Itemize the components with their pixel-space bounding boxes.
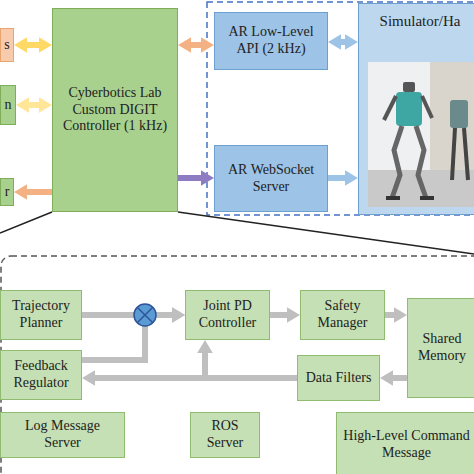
connector [16,97,52,113]
arrow-head [39,37,52,53]
arrow-head [197,340,213,353]
arrow-head [328,34,341,50]
connector-line [389,375,407,381]
node-label: Cyberbotics Lab Custom DIGIT Controller … [57,85,173,135]
process-box: Data Filters [297,355,380,401]
connector-line [91,375,297,381]
connector [82,307,185,360]
node-label: Log Message Server [5,418,120,452]
arrow-head [14,37,27,53]
node-label: Feedback Regulator [5,358,77,392]
arrow-head [39,97,52,113]
arrow-head [201,37,214,53]
connector [380,370,407,386]
arrow-head [345,34,358,50]
connector [328,170,358,186]
arrow-head [82,370,95,386]
connector-line [23,189,52,195]
server-box: AR WebSocket Server [214,145,328,212]
server-box: Log Message Server [0,412,125,458]
arrow-head [394,307,407,323]
process-box: Feedback Regulator [0,350,82,400]
node-label: ROS Server [195,418,255,452]
connector [82,307,185,323]
memory-box: Shared Memory [407,298,474,398]
node-label: Data Filters [306,370,372,387]
arrow-head [172,307,185,323]
node-label: n [5,97,12,114]
arrow-head [345,170,358,186]
connector [14,37,52,53]
io-box: s [0,28,14,62]
io-box: r [0,178,14,206]
dashed-detail-frame [1,256,474,474]
api-box: AR Low-Level API (2 kHz) [214,12,328,70]
connector [178,37,214,53]
arrow-head [14,184,27,200]
connector [385,307,407,323]
connector-line [82,312,176,318]
connector-line [328,175,349,181]
node-label: AR WebSocket Server [219,162,323,196]
process-box: Joint PD Controller [185,290,270,340]
node-label: Joint PD Controller [190,298,265,332]
node-label: Simulator/Ha [380,12,461,30]
node-label: High-Level Command Message [341,428,472,462]
arrow-head [201,170,214,186]
server-box: ROS Server [190,412,260,458]
node-label: Safety Manager [305,298,380,332]
connector-line [82,315,176,360]
process-box: Trajectory Planner [0,290,82,340]
connector-line [270,312,291,318]
arrow-head [16,97,29,113]
connector-line [25,102,43,108]
process-box: Safety Manager [300,290,385,340]
arrow-head [172,307,185,323]
arrow-head [178,37,191,53]
connector-line [385,312,398,318]
node-label: r [5,184,10,201]
connector [197,340,297,378]
connector-line [23,42,43,48]
connector-line [337,39,349,45]
connector [270,307,300,323]
message-box: High-Level Command Message [336,412,474,474]
connector-line [187,42,205,48]
connector-line [178,175,205,181]
zoom-line [0,212,52,233]
node-label: s [4,37,9,54]
node-label: Trajectory Planner [5,298,77,332]
summing-junction [134,304,156,326]
dashed-group-frame [207,2,474,215]
connector [82,370,297,386]
io-box: n [0,85,16,125]
zoom-line [178,212,474,254]
arrow-head [287,307,300,323]
controller-box: Cyberbotics Lab Custom DIGIT Controller … [52,8,178,212]
connector [328,34,358,50]
arrow-head [380,370,393,386]
node-label: AR Low-Level API (2 kHz) [219,24,323,58]
simulator-box: Simulator/Ha [358,3,474,215]
connector [14,184,52,200]
node-label: Shared Memory [412,331,472,365]
connector [178,170,214,186]
connector-line [205,349,297,378]
